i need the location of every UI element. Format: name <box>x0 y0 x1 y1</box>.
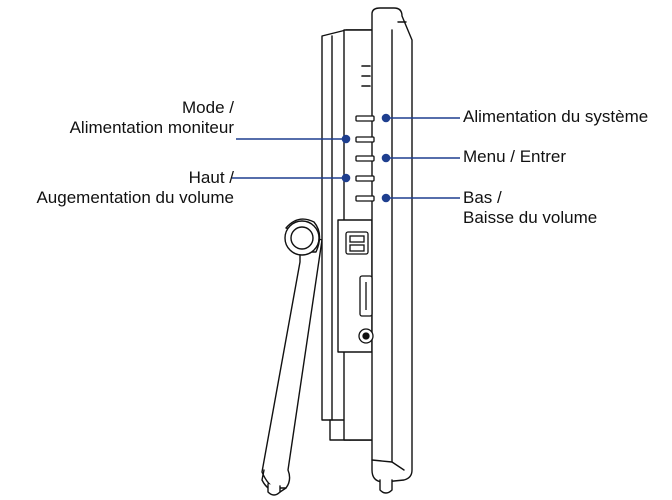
stand-arm <box>261 218 323 489</box>
vent-slots <box>361 65 371 87</box>
label-bas-line2: Baisse du volume <box>463 208 598 227</box>
label-menu: Menu / Entrer <box>463 147 566 166</box>
label-bas-line1: Bas / <box>463 188 502 207</box>
usb-port[interactable] <box>349 244 365 252</box>
stand-hinge <box>284 220 320 256</box>
label-mode-line2: Alimentation moniteur <box>69 118 234 137</box>
up-volume-button[interactable] <box>355 175 375 182</box>
stand-foot <box>267 483 281 496</box>
label-haut: Haut / Augementation du volume <box>36 168 234 208</box>
label-haut-line2: Augementation du volume <box>36 188 234 207</box>
label-mode: Mode / Alimentation moniteur <box>70 98 234 138</box>
usb-port[interactable] <box>349 235 365 243</box>
menu-enter-button[interactable] <box>355 155 375 162</box>
system-power-button[interactable] <box>355 115 375 122</box>
monitor-power-button[interactable] <box>355 136 375 143</box>
down-volume-button[interactable] <box>355 195 375 202</box>
label-haut-line1: Haut / <box>188 168 234 187</box>
label-system-power: Alimentation du système <box>463 107 649 126</box>
label-bas: Bas / Baisse du volume <box>463 188 597 228</box>
label-mode-line1: Mode / <box>182 98 234 117</box>
bezel-foot <box>379 479 393 494</box>
